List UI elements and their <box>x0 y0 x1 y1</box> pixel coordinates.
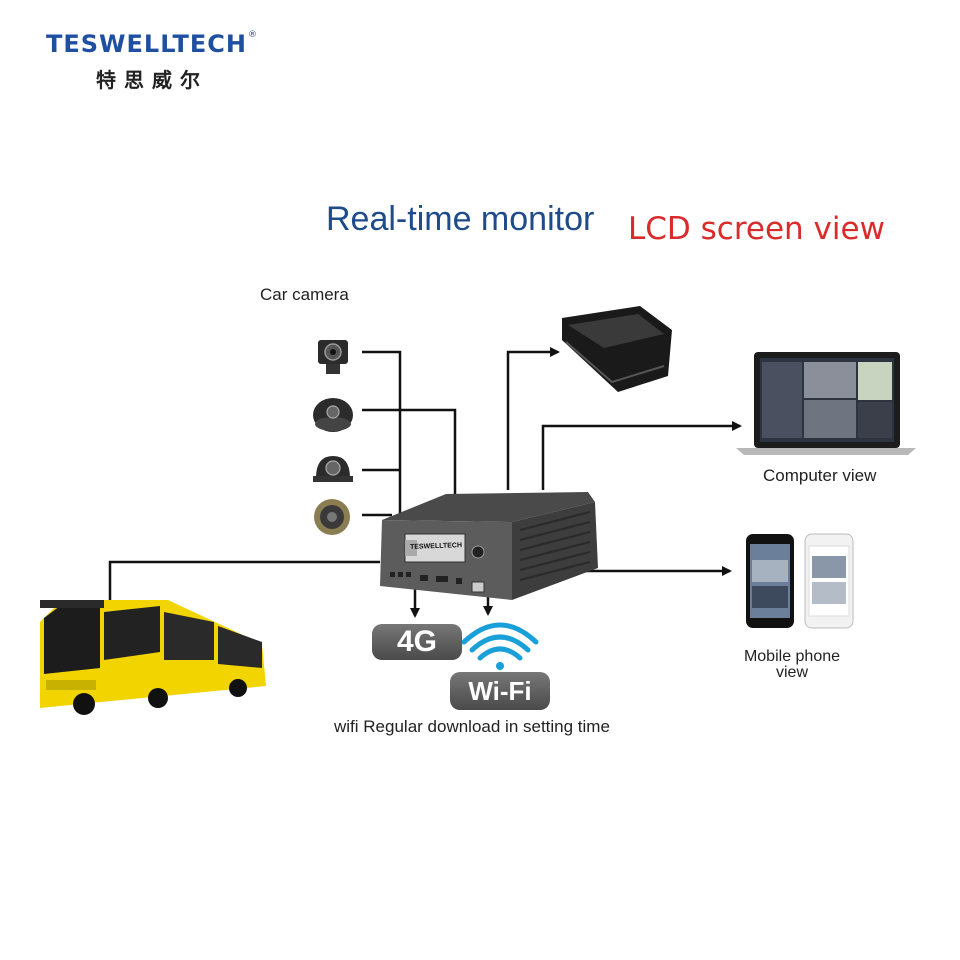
lcd-monitor-icon <box>562 306 672 392</box>
arrow-to-computer <box>541 421 742 490</box>
brand-logo: TESWELLTECH® <box>46 30 258 58</box>
wifi-badge: Wi-Fi <box>450 672 550 710</box>
mobile-label-line1: Mobile phone <box>743 648 841 665</box>
computer-view-label: Computer view <box>763 466 877 485</box>
laptop-icon <box>736 352 916 455</box>
title-realtime-monitor: Real-time monitor <box>326 200 595 238</box>
camera-connection-lines <box>362 350 457 518</box>
bus-connection-line <box>108 560 380 600</box>
mobile-dvr-device <box>380 492 598 600</box>
smartphone-white-icon <box>804 533 854 629</box>
mobile-phone-view-label: Mobile phone view <box>730 649 854 681</box>
box-camera-icon <box>318 340 348 374</box>
mobile-label-line2: view <box>775 664 808 681</box>
bus-icon <box>40 600 266 715</box>
arrow-to-lcd-screen <box>506 347 560 490</box>
brand-chinese-name: 特思威尔 <box>96 68 208 92</box>
4g-badge: 4G <box>372 624 462 660</box>
wifi-download-note: wifi Regular download in setting time <box>334 717 610 736</box>
bullet-camera-icon <box>314 499 350 535</box>
registered-mark: ® <box>248 30 258 40</box>
car-camera-label: Car camera <box>260 285 349 304</box>
title-lcd-screen-view: LCD screen view <box>628 211 885 247</box>
smartphone-dark-icon <box>746 534 794 628</box>
dome-camera-icon <box>313 398 353 432</box>
brand-name: TESWELLTECH <box>46 30 247 58</box>
wifi-symbol-icon <box>461 622 539 670</box>
side-camera-icon <box>313 456 353 482</box>
